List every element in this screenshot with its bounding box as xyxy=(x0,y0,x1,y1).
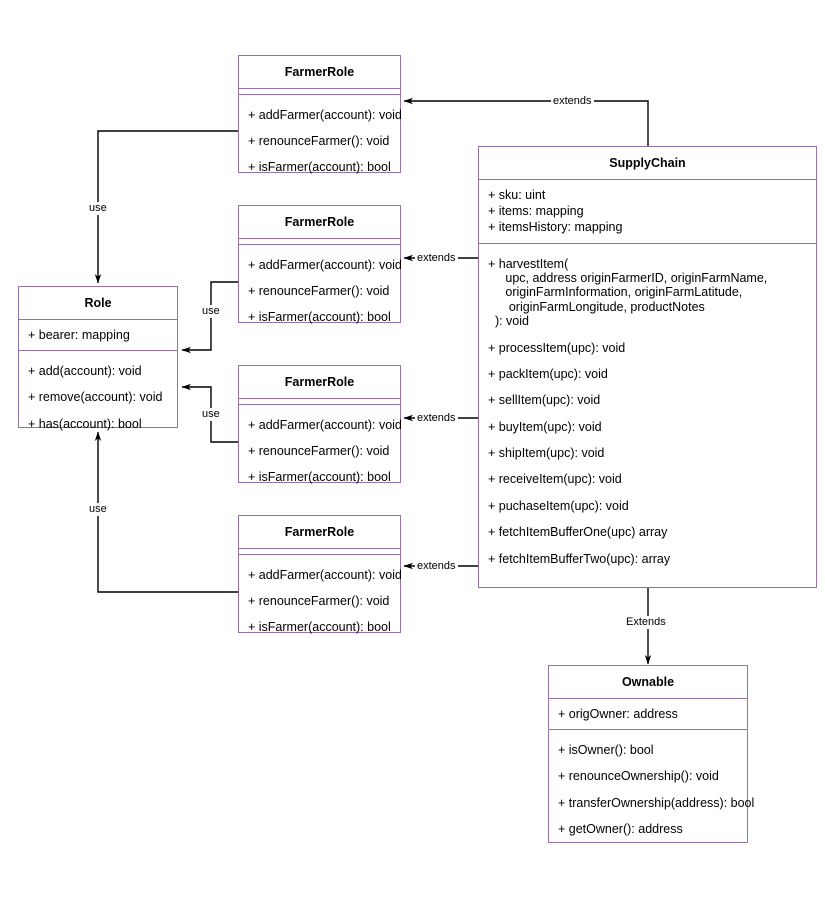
edge-label-extends-ownable: Extends xyxy=(624,616,668,629)
operation-row: + puchaseItem(upc): void xyxy=(488,498,629,513)
attribute-row: + sku: uint xyxy=(488,187,546,202)
class-box-supplychain[interactable]: SupplyChain + sku: uint + items: mapping… xyxy=(478,146,817,588)
class-attributes-farmerrole-2 xyxy=(239,239,400,245)
operation-row: + shipItem(upc): void xyxy=(488,446,605,460)
class-attributes-supplychain: + sku: uint + items: mapping + itemsHist… xyxy=(479,180,816,244)
class-attributes-farmerrole-3 xyxy=(239,399,400,405)
edge-label-extends-farmer2: extends xyxy=(415,252,458,265)
operation-row: + isOwner(): bool xyxy=(558,742,654,757)
operation-row: + remove(account): void xyxy=(28,390,163,405)
edge-label-extends-farmer3: extends xyxy=(415,412,458,425)
operation-row: + addFarmer(account): void xyxy=(248,417,402,432)
edge-extends-farmer1 xyxy=(403,97,649,146)
attribute-row: + items: mapping xyxy=(488,203,584,218)
class-box-ownable[interactable]: Ownable + origOwner: address + isOwner()… xyxy=(548,665,754,843)
edge-label-use-farmer4: use xyxy=(87,503,109,516)
class-operations-ownable: + isOwner(): bool + renounceOwnership():… xyxy=(549,730,755,850)
operation-row: + receiveItem(upc): void xyxy=(488,472,622,487)
attribute-row: + origOwner: address xyxy=(558,706,678,721)
edge-label-use-farmer3: use xyxy=(200,408,222,421)
operation-row: + processItem(upc): void xyxy=(488,340,626,355)
class-title-farmerrole-2: FarmerRole xyxy=(239,206,400,239)
class-box-farmerrole-4[interactable]: FarmerRole + addFarmer(account): void + … xyxy=(238,515,402,634)
edge-label-extends-farmer4: extends xyxy=(415,560,458,573)
operation-row: + isFarmer(account): bool xyxy=(248,620,391,635)
operation-row: + isFarmer(account): bool xyxy=(248,470,391,485)
operation-row: + has(account): bool xyxy=(28,416,142,431)
class-operations-farmerrole-1: + addFarmer(account): void + renounceFar… xyxy=(239,95,402,188)
attribute-row: + itemsHistory: mapping xyxy=(488,220,623,235)
edge-use-farmer1-role xyxy=(94,130,238,284)
operation-row: + renounceOwnership(): void xyxy=(558,769,719,784)
operation-row: + renounceFarmer(): void xyxy=(248,593,390,608)
operation-row: + addFarmer(account): void xyxy=(248,107,402,122)
operation-row: + addFarmer(account): void xyxy=(248,567,402,582)
operation-row: + fetchItemBufferOne(upc) array xyxy=(488,525,668,540)
class-attributes-farmerrole-4 xyxy=(239,549,400,555)
edge-use-farmer4-role xyxy=(94,431,238,593)
class-attributes-farmerrole-1 xyxy=(239,89,400,95)
operation-row: + renounceFarmer(): void xyxy=(248,283,390,298)
operation-row: + sellItem(upc): void xyxy=(488,393,601,408)
operation-row: + fetchItemBufferTwo(upc): array xyxy=(488,551,671,566)
class-title-role: Role xyxy=(19,287,177,320)
class-attributes-ownable: + origOwner: address xyxy=(549,699,747,730)
operation-row: + isFarmer(account): bool xyxy=(248,160,391,175)
operation-row: + transferOwnership(address): bool xyxy=(558,795,755,810)
class-box-farmerrole-3[interactable]: FarmerRole + addFarmer(account): void + … xyxy=(238,365,402,484)
operation-row: + addFarmer(account): void xyxy=(248,257,402,272)
edge-label-use-farmer2: use xyxy=(200,305,222,318)
operation-row: + harvestItem( upc, address originFarmer… xyxy=(488,256,768,329)
class-title-ownable: Ownable xyxy=(549,666,747,699)
class-title-farmerrole-3: FarmerRole xyxy=(239,366,400,399)
class-operations-farmerrole-3: + addFarmer(account): void + renounceFar… xyxy=(239,405,402,498)
class-operations-supplychain: + harvestItem( upc, address originFarmer… xyxy=(479,244,816,579)
operation-row: + renounceFarmer(): void xyxy=(248,443,390,458)
class-box-farmerrole-2[interactable]: FarmerRole + addFarmer(account): void + … xyxy=(238,205,402,324)
class-box-role[interactable]: Role + bearer: mapping + add(account): v… xyxy=(18,286,178,431)
class-title-farmerrole-1: FarmerRole xyxy=(239,56,400,89)
operation-row: + getOwner(): address xyxy=(558,822,683,836)
class-operations-farmerrole-2: + addFarmer(account): void + renounceFar… xyxy=(239,245,402,338)
class-title-supplychain: SupplyChain xyxy=(479,147,816,180)
class-title-farmerrole-4: FarmerRole xyxy=(239,516,400,549)
class-box-farmerrole-1[interactable]: FarmerRole + addFarmer(account): void + … xyxy=(238,55,402,174)
edge-label-use-farmer1: use xyxy=(87,202,109,215)
class-attributes-role: + bearer: mapping xyxy=(19,320,177,351)
operation-row: + add(account): void xyxy=(28,363,142,378)
attribute-row: + bearer: mapping xyxy=(28,327,130,342)
operation-row: + buyItem(upc): void xyxy=(488,419,602,434)
operation-row: + packItem(upc): void xyxy=(488,366,608,381)
edge-label-extends-farmer1: extends xyxy=(551,95,594,108)
operation-row: + isFarmer(account): bool xyxy=(248,310,391,325)
class-operations-farmerrole-4: + addFarmer(account): void + renounceFar… xyxy=(239,555,402,648)
operation-row: + renounceFarmer(): void xyxy=(248,133,390,148)
class-operations-role: + add(account): void + remove(account): … xyxy=(19,351,177,444)
